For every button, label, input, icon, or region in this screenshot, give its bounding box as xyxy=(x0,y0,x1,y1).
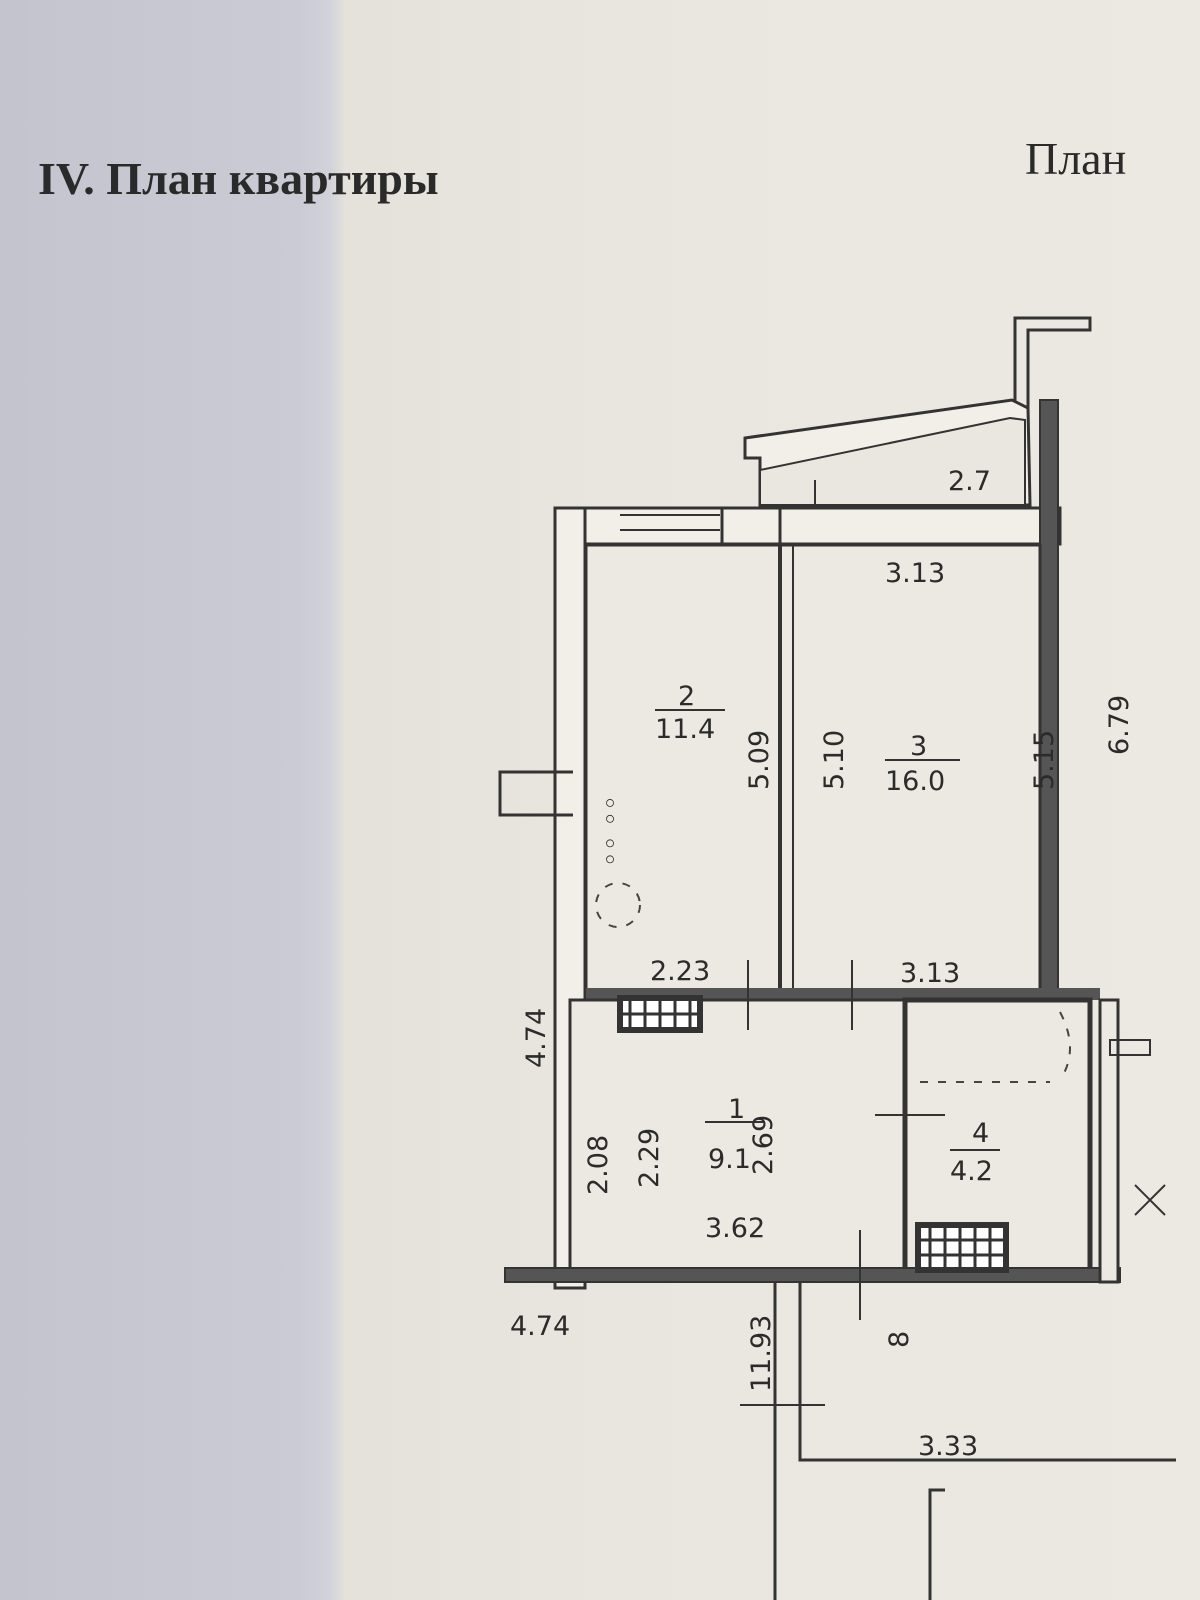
dim-corridor-bottom: 3.33 xyxy=(918,1431,978,1462)
dim-outer-right: 6.79 xyxy=(1104,695,1135,755)
dim-room2-bottom: 2.23 xyxy=(650,956,710,987)
room-3-area: 16.0 xyxy=(885,766,945,797)
dim-room3-left: 5.10 xyxy=(819,730,850,790)
dim-corridor-side: 11.93 xyxy=(746,1315,777,1392)
room-1-number: 1 xyxy=(728,1094,745,1125)
svg-text:◦◦ ◦◦: ◦◦ ◦◦ xyxy=(593,795,624,867)
room-4-number: 4 xyxy=(972,1118,989,1149)
corridor xyxy=(740,1230,1176,1600)
dim-room1-right: 2.69 xyxy=(748,1115,779,1175)
dim-outer-left: 4.74 xyxy=(521,1008,552,1068)
room-4-area: 4.2 xyxy=(950,1156,993,1187)
dim-outer-bottom: 4.74 xyxy=(510,1311,570,1342)
dimension-ticks xyxy=(747,960,945,1116)
room-3-number: 3 xyxy=(910,731,927,762)
dim-room1-left: 2.29 xyxy=(634,1128,665,1188)
dim-room3-right: 5.15 xyxy=(1029,730,1060,790)
balcony-area: 2.7 xyxy=(948,466,991,497)
room-2-number: 2 xyxy=(678,681,695,712)
dim-room3-bottom: 3.13 xyxy=(900,958,960,989)
shaft xyxy=(1013,316,1092,410)
right-page-heading: План xyxy=(1025,133,1127,184)
dim-room1-left-outer: 2.08 xyxy=(583,1135,614,1195)
fixtures: ◦◦ ◦◦ xyxy=(593,795,1166,1273)
walls xyxy=(498,399,1121,1290)
room-2-area: 11.4 xyxy=(655,714,715,745)
section-title: IV. План квартиры xyxy=(38,153,439,204)
corridor-label: 8 xyxy=(884,1331,915,1348)
dim-room2-right: 5.09 xyxy=(744,730,775,790)
room-1-area: 9.1 xyxy=(708,1144,751,1175)
dim-room1-bottom: 3.62 xyxy=(705,1213,765,1244)
dim-room3-top: 3.13 xyxy=(885,558,945,589)
